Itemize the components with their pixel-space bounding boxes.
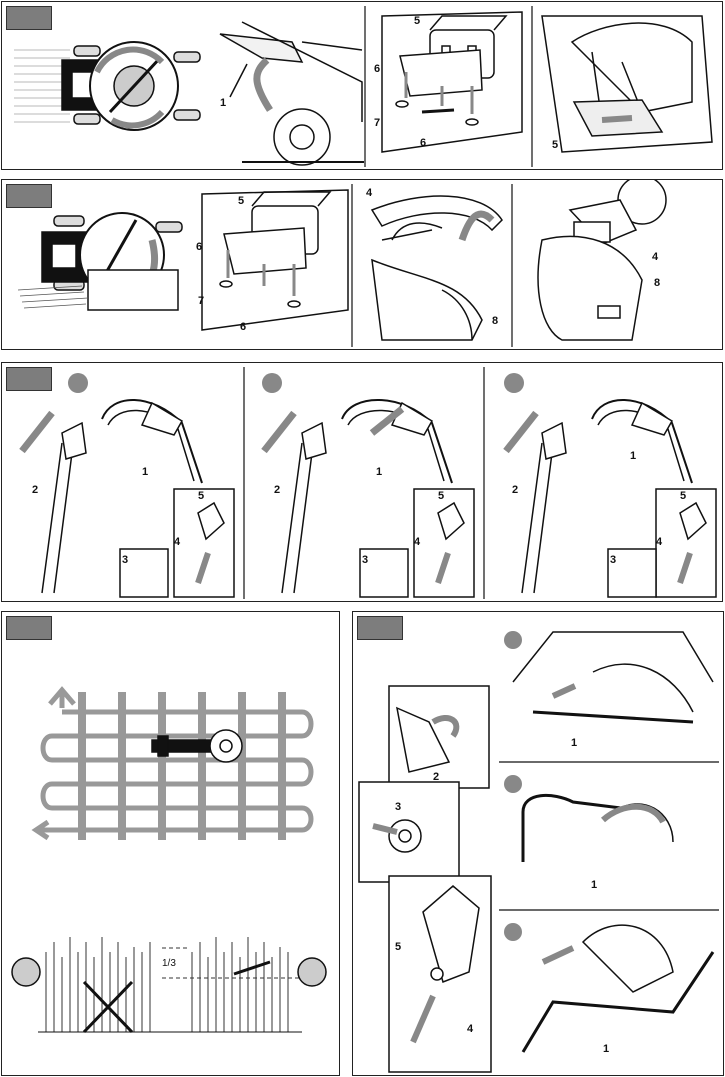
deflector-assembly xyxy=(372,196,502,340)
grass-comparison xyxy=(38,937,302,1032)
label-1-lever: 1 xyxy=(220,97,226,109)
label-3-handle-a: 3 xyxy=(122,554,128,566)
label-6-left-2: 6 xyxy=(196,241,202,253)
panel-2-side-discharge: 5 6 7 6 4 8 4 8 xyxy=(1,179,723,350)
label-2-handle-a: 2 xyxy=(32,484,38,496)
mowing-path-diagram xyxy=(36,690,311,840)
label-4-chute: 4 xyxy=(652,251,659,263)
label-1-closeup-b: 1 xyxy=(591,879,597,891)
panel-3-handle-controls: 1 2 5 4 3 1 2 5 4 3 xyxy=(1,362,723,602)
label-5-handle-c: 5 xyxy=(680,490,686,502)
label-5-bottle: 5 xyxy=(395,941,401,953)
panel-4-illustration: 1/3 xyxy=(2,612,341,1077)
label-7-slot-2: 7 xyxy=(198,295,204,307)
panel-4-mowing-pattern: 1/3 xyxy=(1,611,340,1076)
mower-top-view-1 xyxy=(14,42,200,130)
label-1-handle-b: 1 xyxy=(376,466,382,478)
panel-1-mulch-plug: 1 5 6 7 6 5 xyxy=(1,1,723,170)
label-5-hand: 5 xyxy=(552,139,558,151)
label-4-handle-b: 4 xyxy=(414,536,421,548)
mulch-plug-box-1 xyxy=(382,12,522,152)
mulch-plug-box-2 xyxy=(202,190,348,330)
label-1-handle-c: 1 xyxy=(630,450,636,462)
label-6-left: 6 xyxy=(374,63,380,75)
start-stop-details xyxy=(359,686,491,1072)
chute-installed xyxy=(538,180,666,340)
label-2-handle-c: 2 xyxy=(512,484,518,496)
mower-side-lever xyxy=(220,22,364,165)
panel-1-illustration: 1 5 6 7 6 5 xyxy=(2,2,724,171)
label-4-handle-a: 4 xyxy=(174,536,181,548)
label-1-handle-a: 1 xyxy=(142,466,148,478)
label-2-lever: 2 xyxy=(433,771,439,783)
label-5-handle-b: 5 xyxy=(438,490,444,502)
label-3-key: 3 xyxy=(395,801,401,813)
label-5-plug: 5 xyxy=(414,15,420,27)
panel-3-illustration: 1 2 5 4 3 1 2 5 4 3 xyxy=(2,363,724,603)
label-2-handle-b: 2 xyxy=(274,484,280,496)
label-4-deflector: 4 xyxy=(366,187,373,199)
panel-5-illustration: 2 3 5 4 1 1 1 xyxy=(353,612,725,1077)
panel-2-illustration: 5 6 7 6 4 8 4 8 xyxy=(2,180,724,351)
mower-top-view-2 xyxy=(18,213,182,310)
label-3-handle-c: 3 xyxy=(610,554,616,566)
label-5-plug-2: 5 xyxy=(238,195,244,207)
label-4-handle-c: 4 xyxy=(656,536,663,548)
handle-closeups xyxy=(504,631,713,1052)
label-5-handle-a: 5 xyxy=(198,490,204,502)
label-6-bottom: 6 xyxy=(420,137,426,149)
hand-pressing-plug xyxy=(542,16,712,152)
label-7-slot: 7 xyxy=(374,117,380,129)
panel-5-start-stop: 2 3 5 4 1 1 1 xyxy=(352,611,724,1076)
label-6-bottom-2: 6 xyxy=(240,321,246,333)
label-1-closeup-a: 1 xyxy=(571,737,577,749)
label-4-bottle: 4 xyxy=(467,1023,474,1035)
label-1-closeup-c: 1 xyxy=(603,1043,609,1055)
label-8-chute-2: 8 xyxy=(654,277,660,289)
label-8-chute: 8 xyxy=(492,315,498,327)
one-third-label: 1/3 xyxy=(162,958,176,969)
label-3-handle-b: 3 xyxy=(362,554,368,566)
